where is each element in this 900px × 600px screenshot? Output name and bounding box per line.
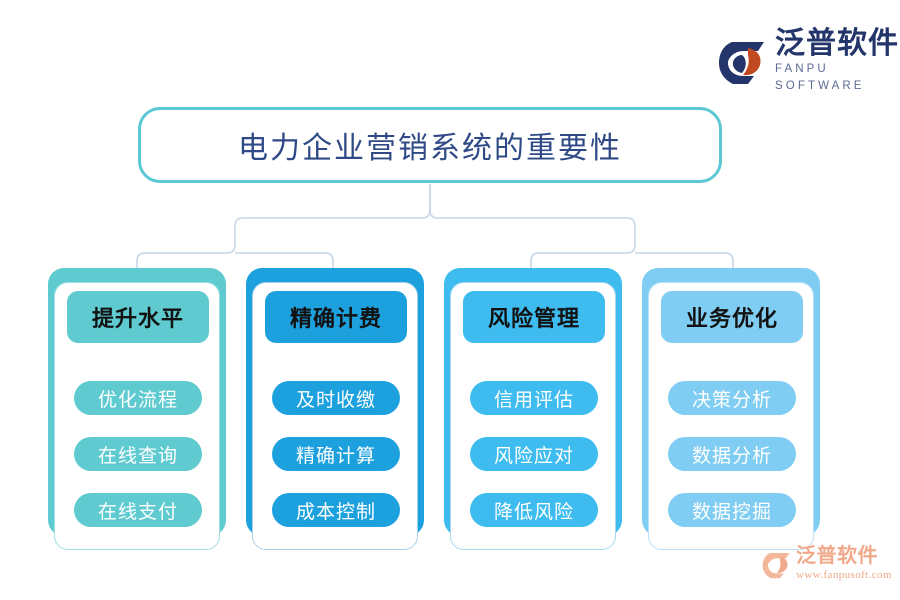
column-item-label: 成本控制 — [295, 501, 376, 523]
column-item-label: 数据分析 — [691, 445, 772, 467]
watermark-url: www.fanpusoft.com — [796, 569, 892, 581]
column-item-pill[interactable]: 在线支付 — [74, 493, 202, 527]
column-header-accurate-billing[interactable]: 精确计费 — [265, 291, 407, 343]
column-business-optimization[interactable]: 业务优化决策分析数据分析数据挖掘 — [642, 268, 820, 550]
brand-logo: 泛普软件 FANPU SOFTWARE — [718, 28, 900, 95]
column-item-label: 及时收缴 — [295, 389, 376, 411]
column-item-pill[interactable]: 在线查询 — [74, 437, 202, 471]
column-card: 业务优化决策分析数据分析数据挖掘 — [648, 282, 814, 550]
watermark-wordmark: 泛普软件 www.fanpusoft.com — [796, 546, 892, 584]
watermark-logo: 泛普软件 www.fanpusoft.com — [762, 546, 892, 584]
column-accurate-billing[interactable]: 精确计费及时收缴精确计算成本控制 — [246, 268, 424, 550]
column-header-label: 精确计费 — [289, 306, 382, 331]
column-item-pill[interactable]: 信用评估 — [470, 381, 598, 415]
brand-name-cn: 泛普软件 — [775, 27, 899, 60]
watermark-name-cn: 泛普软件 — [796, 545, 878, 567]
column-item-pill[interactable]: 风险应对 — [470, 437, 598, 471]
column-header-improve-level[interactable]: 提升水平 — [67, 291, 209, 343]
column-item-label: 风险应对 — [493, 445, 574, 467]
column-card: 提升水平优化流程在线查询在线支付 — [54, 282, 220, 550]
diagram-title-box: 电力企业营销系统的重要性 — [138, 107, 722, 183]
column-item-label: 降低风险 — [493, 501, 574, 523]
brand-name-en: FANPU SOFTWARE — [775, 62, 865, 92]
column-item-label: 决策分析 — [691, 389, 772, 411]
column-item-label: 优化流程 — [97, 389, 178, 411]
column-item-label: 在线支付 — [97, 501, 178, 523]
column-header-label: 提升水平 — [91, 306, 184, 331]
column-header-label: 风险管理 — [487, 306, 580, 331]
column-item-label: 信用评估 — [493, 389, 574, 411]
column-item-pill[interactable]: 优化流程 — [74, 381, 202, 415]
column-item-pill[interactable]: 数据挖掘 — [668, 493, 796, 527]
column-header-label: 业务优化 — [685, 306, 778, 331]
fanpu-logo-icon — [718, 39, 768, 85]
column-item-pill[interactable]: 及时收缴 — [272, 381, 400, 415]
column-risk-management[interactable]: 风险管理信用评估风险应对降低风险 — [444, 268, 622, 550]
column-item-pill[interactable]: 数据分析 — [668, 437, 796, 471]
column-item-pill[interactable]: 降低风险 — [470, 493, 598, 527]
page-title: 电力企业营销系统的重要性 — [238, 132, 622, 165]
column-card: 精确计费及时收缴精确计算成本控制 — [252, 282, 418, 550]
column-item-pill[interactable]: 决策分析 — [668, 381, 796, 415]
column-improve-level[interactable]: 提升水平优化流程在线查询在线支付 — [48, 268, 226, 550]
column-header-business-optimization[interactable]: 业务优化 — [661, 291, 803, 343]
column-item-pill[interactable]: 精确计算 — [272, 437, 400, 471]
column-item-label: 在线查询 — [97, 445, 178, 467]
column-item-label: 精确计算 — [295, 445, 376, 467]
column-header-risk-management[interactable]: 风险管理 — [463, 291, 605, 343]
column-card: 风险管理信用评估风险应对降低风险 — [450, 282, 616, 550]
watermark-fanpu-icon — [762, 551, 792, 579]
column-item-pill[interactable]: 成本控制 — [272, 493, 400, 527]
brand-wordmark: 泛普软件 FANPU SOFTWARE — [775, 28, 900, 95]
column-item-label: 数据挖掘 — [691, 501, 772, 523]
